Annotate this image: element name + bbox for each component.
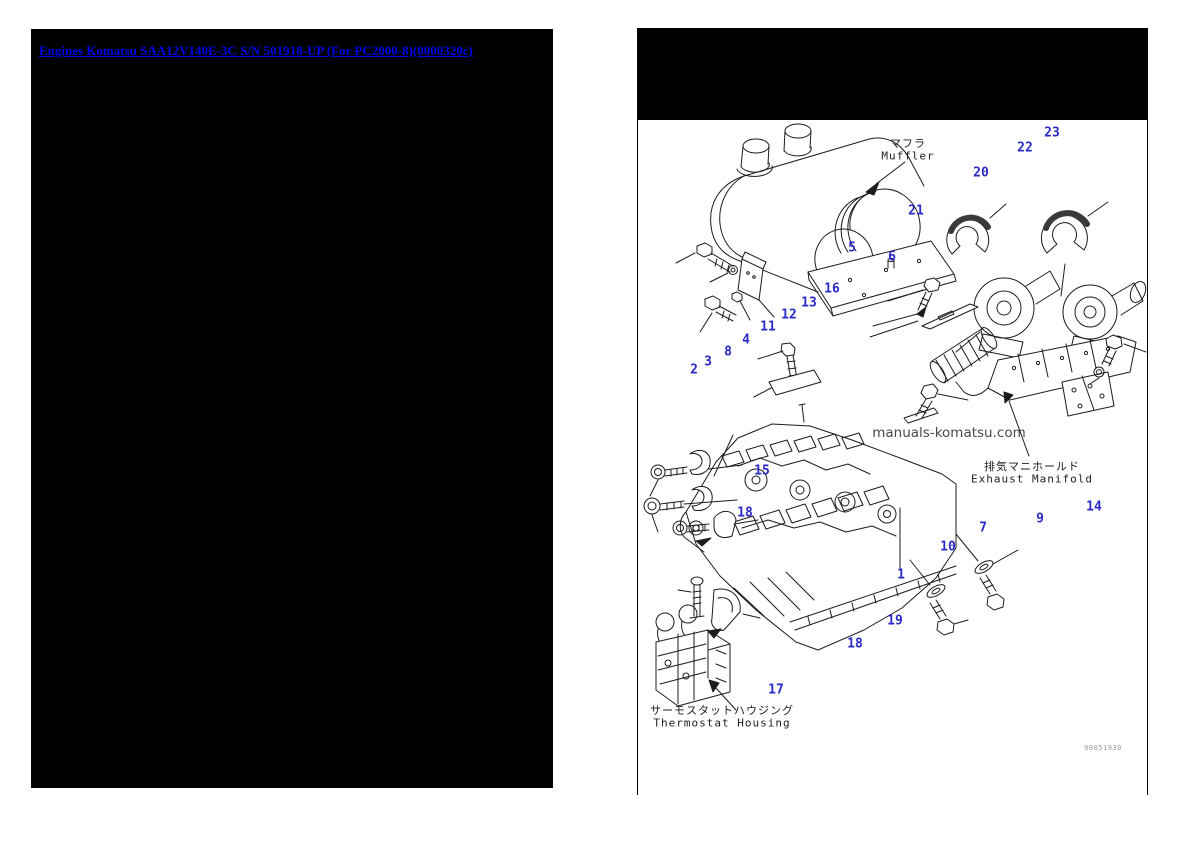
engine-parts-drawing xyxy=(643,123,1147,711)
left-black-panel: Engines Komatsu SAA12V140E-3C S/N 501918… xyxy=(31,29,553,788)
muffler-label-jp: マフラ xyxy=(890,137,926,150)
thermostat-label-en: Thermostat Housing xyxy=(653,716,791,730)
catalog-title-link[interactable]: Engines Komatsu SAA12V140E-3C S/N 501918… xyxy=(39,43,473,58)
bolt-cluster-upper-left xyxy=(675,242,822,423)
muffler-label-en: Muffler xyxy=(881,149,935,163)
parts-diagram-area: マフラ Muffler 排気マニホールド Exhaust Manifold サー… xyxy=(637,120,1148,795)
muffler-base-bracket xyxy=(807,240,957,317)
exhaust-clamp-right xyxy=(1040,201,1109,297)
bolt-center-upper xyxy=(916,277,941,318)
thermostat-label-jp: サーモスタットハウジング xyxy=(650,704,794,717)
clamp-bolt-cluster-left xyxy=(643,449,759,547)
label-arrows xyxy=(708,161,1030,711)
engine-block xyxy=(679,423,957,651)
exhaust-manifold-label-en: Exhaust Manifold xyxy=(971,472,1093,486)
muffler xyxy=(710,123,925,293)
gasket-plate-right xyxy=(1061,371,1115,417)
exhaust-bellows xyxy=(929,327,998,384)
exhaust-clamp-left xyxy=(946,203,1007,255)
watermark-text: manuals-komatsu.com xyxy=(872,425,1026,441)
bolt-center-lower xyxy=(903,383,969,424)
turbocharger-left xyxy=(955,270,1061,359)
exhaust-manifold xyxy=(955,335,1137,401)
diagram-header-banner xyxy=(637,28,1148,120)
bolt-right xyxy=(1089,334,1147,385)
bolt-above-thermostat xyxy=(677,576,761,639)
bolt-cluster-bottom-right xyxy=(909,533,1019,636)
exhaust-manifold-label-jp: 排気マニホールド xyxy=(984,460,1080,473)
drawing-code: 90051930 xyxy=(1084,744,1122,752)
gasket-strip-center xyxy=(869,289,979,338)
